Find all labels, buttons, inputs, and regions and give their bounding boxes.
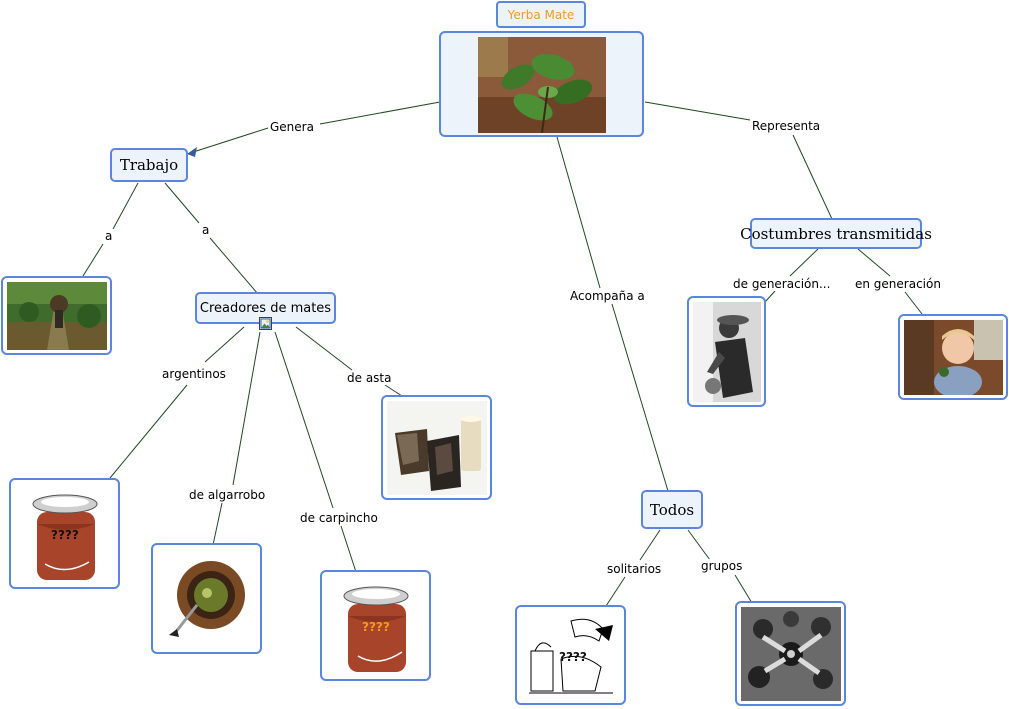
line-yerba-genera — [319, 101, 441, 125]
line-representa-costumbres — [792, 134, 833, 220]
line-a1-photo — [82, 243, 104, 277]
solitario-picture — [521, 611, 621, 700]
line-yerba-representa — [644, 101, 751, 121]
old-man-picture — [693, 302, 761, 402]
concept-yerba-mate[interactable]: Yerba Mate — [496, 1, 586, 28]
link-de-asta: de asta — [345, 371, 394, 385]
line-algarrobo-photo — [212, 502, 223, 546]
mates-asta-photo[interactable] — [381, 395, 492, 500]
concept-costumbres[interactable]: Costumbres transmitidas — [740, 218, 932, 249]
concept-costumbres-label: Costumbres transmitidas — [740, 224, 932, 243]
line-trabajo-a2 — [164, 182, 200, 224]
link-representa: Representa — [750, 119, 823, 133]
mate-carpincho-picture — [343, 586, 409, 672]
line-genera-trabajo — [186, 127, 269, 155]
solitario-cartoon[interactable]: ???? — [515, 605, 626, 705]
link-en-generacion: en generación — [853, 277, 943, 291]
solitario-caption: ???? — [559, 650, 587, 664]
link-solitarios: solitarios — [605, 562, 664, 576]
concept-todos-label: Todos — [649, 500, 695, 519]
mate-carpincho-caption: ???? — [362, 620, 390, 634]
line-acompana-todos — [611, 303, 669, 492]
grupo-picture — [741, 607, 841, 701]
line-degeneracion-photo — [764, 290, 776, 303]
mate-argentino-picture — [32, 494, 98, 580]
link-argentinos: argentinos — [160, 367, 228, 381]
link-de-algarrobo: de algarrobo — [187, 488, 268, 502]
line-creadores-argentinos — [204, 326, 245, 363]
image-icon[interactable] — [259, 317, 272, 330]
mates-asta-picture — [387, 401, 487, 495]
mate-carpincho-photo[interactable]: ???? — [320, 570, 431, 681]
link-genera: Genera — [268, 120, 316, 134]
yerba-plant-picture — [478, 37, 606, 133]
worker-photo[interactable] — [1, 276, 112, 355]
line-grupos-photo — [734, 574, 753, 604]
line-creadores-algarrobo — [232, 331, 261, 486]
link-de-generacion: de generación... — [731, 277, 833, 291]
concept-todos[interactable]: Todos — [641, 490, 703, 529]
arrow-head — [187, 147, 197, 157]
link-a-creadores: a — [200, 223, 212, 237]
worker-picture — [7, 282, 107, 350]
grupo-photo[interactable] — [735, 601, 846, 706]
line-yerba-acompana — [556, 136, 601, 289]
line-a2-creadores — [209, 237, 259, 295]
baby-picture — [904, 320, 1003, 395]
concept-yerba-mate-label: Yerba Mate — [507, 7, 575, 22]
link-de-carpincho: de carpincho — [298, 511, 380, 525]
line-solitarios-photo — [605, 576, 626, 607]
line-costumbres-degeneracion — [789, 248, 819, 277]
concept-creadores-label: Creadores de mates — [199, 300, 332, 316]
line-costumbres-engeneracion — [857, 248, 891, 277]
line-argentinos-mate — [109, 384, 188, 479]
line-trabajo-a1 — [112, 182, 139, 230]
mate-argentino-caption: ???? — [51, 528, 79, 542]
line-todos-solitarios — [639, 529, 661, 561]
concept-trabajo[interactable]: Trabajo — [110, 148, 188, 182]
mate-algarrobo-photo[interactable] — [151, 543, 262, 654]
yerba-plant-image[interactable] — [439, 31, 644, 137]
link-grupos: grupos — [699, 559, 745, 573]
line-todos-grupos — [687, 529, 711, 561]
image-glyph — [260, 318, 271, 329]
line-engeneracion-photo — [904, 291, 923, 315]
line-creadores-asta — [295, 326, 353, 371]
line-creadores-carpincho — [274, 331, 334, 509]
concept-trabajo-label: Trabajo — [119, 156, 179, 174]
baby-photo[interactable] — [898, 314, 1008, 400]
line-asta-photo — [384, 384, 403, 397]
mate-argentino-photo[interactable]: ???? — [9, 478, 120, 589]
link-a-photo: a — [103, 229, 115, 243]
link-acompana: Acompaña a — [568, 289, 647, 303]
line-carpincho-photo — [340, 525, 357, 573]
old-man-photo[interactable] — [687, 296, 766, 407]
mate-algarrobo-picture — [169, 561, 245, 637]
